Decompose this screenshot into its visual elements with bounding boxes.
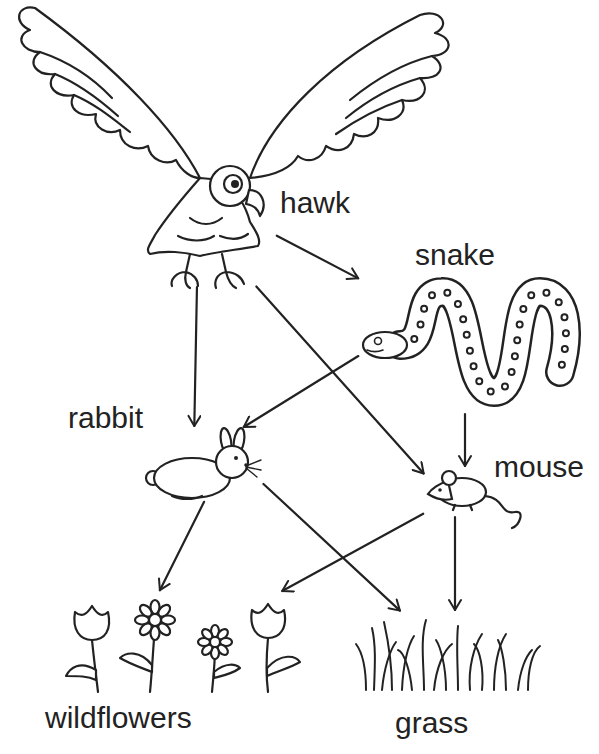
food-arrow: [244, 356, 359, 427]
food-arrow: [282, 514, 423, 591]
food-arrow: [256, 286, 423, 473]
organism-label: grass: [395, 708, 468, 738]
organism-node: rabbit: [145, 428, 262, 500]
snake-drawing: [363, 292, 566, 392]
food-arrow: [454, 517, 456, 610]
food-arrow: [194, 287, 197, 426]
organism-node: mouse: [425, 468, 490, 515]
grass-drawing: [356, 620, 540, 690]
organism-node: snake: [360, 278, 590, 412]
food-arrow: [277, 236, 358, 279]
organism-label: rabbit: [68, 403, 143, 433]
hawk-drawing: [19, 7, 449, 288]
organism-label: snake: [415, 240, 495, 270]
wildflowers-drawing: [66, 600, 300, 692]
organism-label: mouse: [494, 452, 584, 482]
food-arrow: [160, 502, 204, 590]
food-arrow: [464, 414, 466, 466]
organism-node: wildflowers: [68, 592, 300, 695]
organism-node: grass: [358, 612, 540, 692]
organism-label: hawk: [280, 188, 350, 218]
food-arrow: [263, 484, 399, 611]
organism-label: wildflowers: [45, 703, 192, 733]
organism-node: hawk: [135, 150, 275, 285]
rabbit-drawing: [146, 427, 261, 499]
